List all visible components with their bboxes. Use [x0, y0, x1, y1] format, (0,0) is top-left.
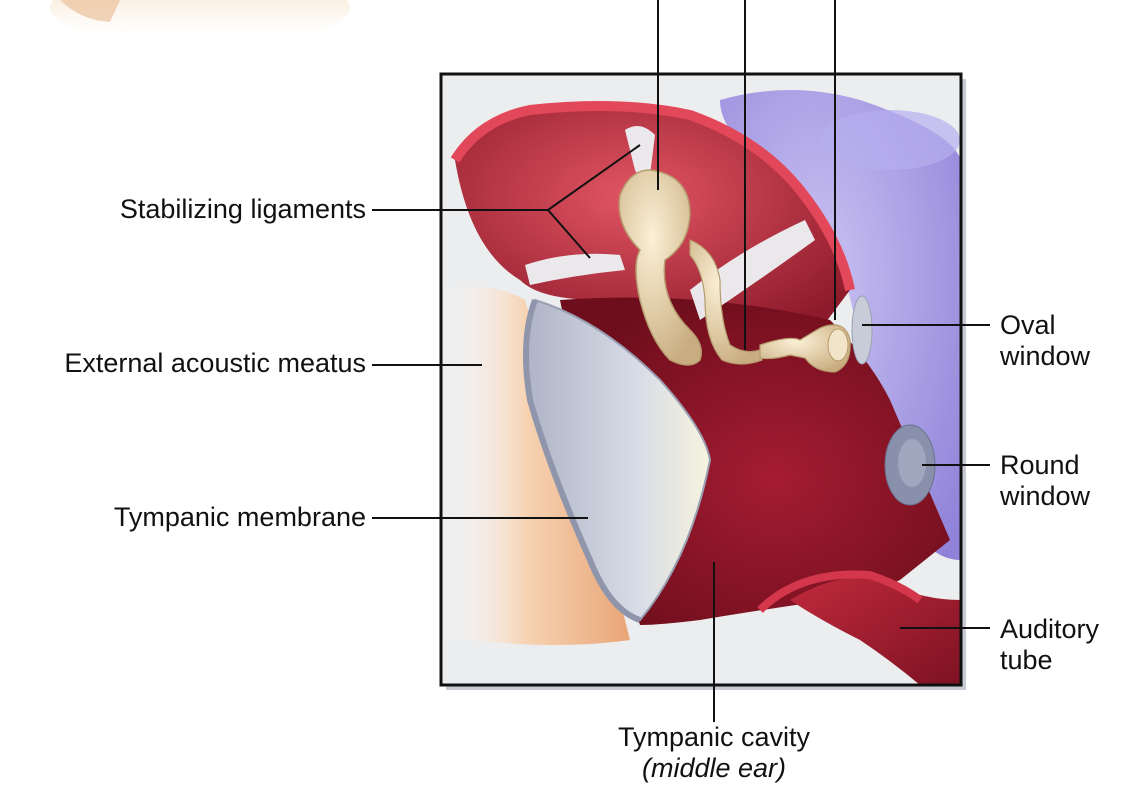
label-tympanic-cavity-title: Tympanic cavity	[564, 722, 864, 753]
label-auditory-tube: Auditory tube	[1000, 614, 1099, 676]
oval-window	[852, 296, 872, 364]
label-tympanic-membrane: Tympanic membrane	[114, 502, 366, 533]
label-auditory-tube-line1: Auditory	[1000, 614, 1099, 645]
label-external-acoustic-meatus: External acoustic meatus	[64, 348, 366, 379]
label-round-window-line1: Round	[1000, 450, 1090, 481]
label-round-window: Round window	[1000, 450, 1090, 512]
middle-ear-illustration	[441, 74, 966, 690]
label-oval-window-line2: window	[1000, 341, 1090, 372]
label-auditory-tube-line2: tube	[1000, 645, 1099, 676]
label-oval-window: Oval window	[1000, 310, 1090, 372]
background-anatomy-fragment	[50, 0, 350, 46]
label-stabilizing-ligaments: Stabilizing ligaments	[120, 194, 366, 225]
label-tympanic-cavity-subtitle: (middle ear)	[564, 753, 864, 784]
label-tympanic-cavity: Tympanic cavity (middle ear)	[564, 722, 864, 784]
label-round-window-line2: window	[1000, 481, 1090, 512]
label-oval-window-line1: Oval	[1000, 310, 1090, 341]
